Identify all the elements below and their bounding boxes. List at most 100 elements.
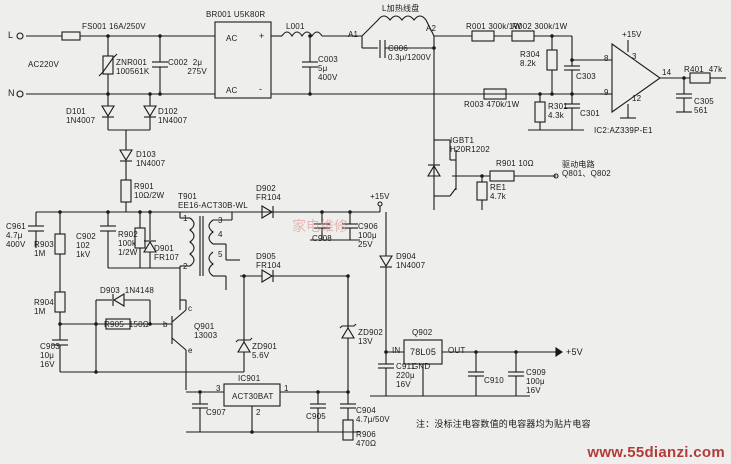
label-r401: R401 47k [684,65,723,74]
resistor-re1 [476,181,488,201]
label-ic2: IC2:AZ339P-E1 [594,126,653,135]
resistor-r906 [342,419,354,441]
label-act30bat: ACT30BAT [232,392,274,401]
label-q901-emitter: e [188,346,193,355]
label-pin8: 8 [604,54,609,63]
label-c961: C961 4.7μ 400V [6,222,26,249]
label-pin14: 14 [662,68,672,77]
label-ic901: IC901 [238,374,261,383]
bridge-br001 [214,21,272,99]
label-t901-pin5: 5 [218,250,223,259]
diode-d103 [119,149,133,162]
fuse-fs001 [61,31,81,41]
label-l: L [8,30,14,40]
label-q902: Q902 [412,328,433,337]
label-c911: C911 220μ 16V [396,362,416,389]
label-zd901: ZD901 5.6V [252,342,278,360]
diode-d905 [261,269,274,283]
resistor-r401 [689,72,711,84]
label-r905: R905 150Ω [104,320,149,329]
label-ac220v: AC220V [28,60,59,69]
label-reg-gnd: GND [412,362,431,371]
label-c908: C908 [312,234,332,243]
transformer-secondary [208,219,214,245]
label-c003: C003 5μ 400V [318,55,338,82]
label-reg-in: IN [392,346,401,355]
resistor-r304 [546,49,558,71]
label-a2: A2 [426,24,437,33]
label-bridge-ac1: AC [226,34,238,43]
label-igbt1: IGBT1 H20R1202 [450,136,490,154]
label-d901: D901 FR107 [154,244,180,262]
resistor-r003 [483,88,507,100]
label-r301: R301 4.3k [548,102,568,120]
diode-d903 [112,293,125,307]
zener-zd902 [341,326,355,339]
label-bridge-minus: - [259,84,263,94]
label-vcc15: +15V [622,30,642,39]
label-c303: C303 [576,72,596,81]
resistor-r905 [105,318,131,330]
label-drive-circuit: 驱动电路 Q801、Q802 [562,160,611,178]
label-t901: T901 EE16-ACT30B-WL [178,192,248,210]
label-c002: C002 2μ 275V [168,58,207,76]
label-t901-pin2: 2 [183,262,188,271]
diode-d904 [379,255,393,268]
label-pin3: 3 [632,52,637,61]
label-r003: R003 470k/1W [464,100,520,109]
label-c906: C906 100μ 25V [358,222,378,249]
transformer-aux [208,251,214,277]
label-c907: C907 [206,408,226,417]
resistor-r002 [511,30,535,42]
resistor-r901-gate [489,170,515,182]
label-78l05: 78L05 [410,347,437,357]
label-plus5v: +5V [566,347,583,357]
label-r901: R901 10Ω/2W [134,182,165,200]
label-r902: R902 100k 1/2W [118,230,138,257]
label-r906: R906 470Ω [356,430,377,448]
label-fs001: FS001 16A/250V [82,22,146,31]
label-t901-pin4: 4 [218,230,223,239]
label-ic901-pin2: 2 [256,408,261,417]
comparator-ic2 [611,42,661,114]
label-zd902: ZD902 13V [358,328,384,346]
label-br001: BR001 U5K80R [206,10,266,19]
label-d903: D903 1N4148 [100,286,154,295]
heating-coil [377,15,427,21]
diode-d101 [101,105,115,118]
terminal-n [16,90,24,98]
label-r304: R304 8.2k [520,50,540,68]
label-re1: RE1 4.7k [490,183,507,201]
label-c301: C301 [580,109,600,118]
label-d905: D905 FR104 [256,252,282,270]
label-d102: D102 1N4007 [158,107,188,125]
label-d101: D101 1N4007 [66,107,96,125]
label-n: N [8,88,15,98]
label-a1: A1 [348,30,359,39]
label-r901-gate: R901 10Ω [496,159,534,168]
diode-igbt [427,164,441,177]
label-pin9: 9 [604,88,609,97]
label-c904: C904 4.7μ/50V [356,406,390,424]
inductor-l001 [281,31,323,38]
label-q901-base: b [163,320,168,329]
label-l001: L001 [286,22,305,31]
label-ic901-pin3: 3 [216,384,221,393]
label-c902: C902 102 1kV [76,232,96,259]
label-heating-coil: L加热线盘 [382,4,420,13]
label-r903: R903 1M [34,240,54,258]
label-q901-collector: c [188,304,193,313]
footnote: 注：没标注电容数值的电容器均为贴片电容 [416,419,591,429]
resistor-r901 [120,179,132,203]
label-c909: C909 100μ 16V [526,368,546,395]
faint-watermark: 家电维修 [292,219,348,235]
label-c905: C905 [306,412,326,421]
label-d902: D902 FR104 [256,184,282,202]
label-ic901-pin1: 1 [284,384,289,393]
label-t901-pin1: 1 [183,214,188,223]
label-q901: Q901 13003 [194,322,218,340]
label-d904: D904 1N4007 [396,252,426,270]
label-r904: R904 1M [34,298,54,316]
